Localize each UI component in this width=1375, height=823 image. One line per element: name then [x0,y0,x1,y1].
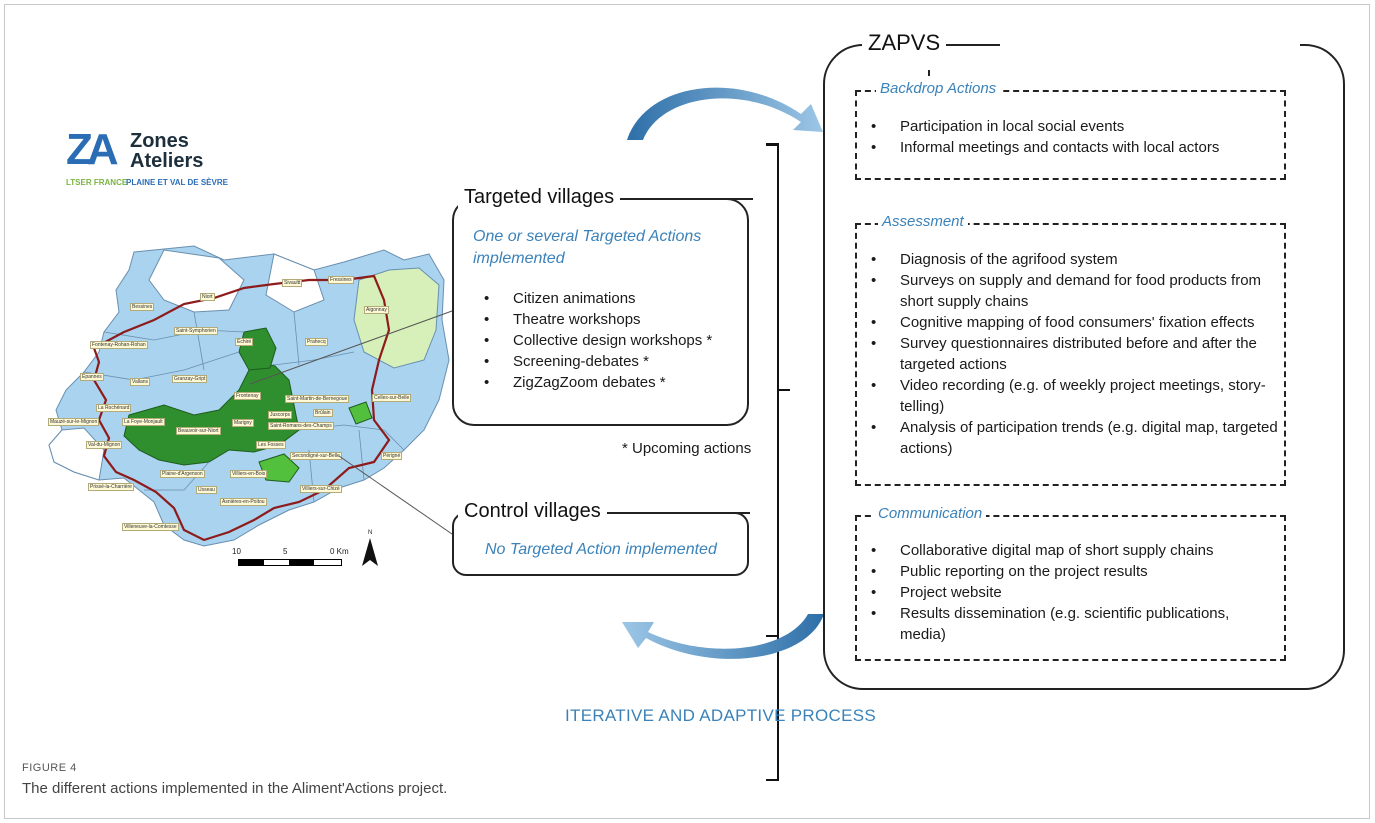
map-label: Vallans [130,378,151,386]
map-label: Périgné [381,452,403,460]
map-label: Secondigné-sur-Belle [290,452,342,460]
list-item: Analysis of participation trends (e.g. d… [871,417,1286,459]
process-label: ITERATIVE AND ADAPTIVE PROCESS [565,706,876,725]
list-item: Collaborative digital map of short suppl… [871,540,1276,561]
map-label: Asnières-en-Poitou [220,498,267,506]
assessment-label: Assessment [878,213,968,230]
list-item: Diagnosis of the agrifood system [871,249,1286,270]
map-label: Saint-Romans-des-Champs [268,422,334,430]
logo-line1: Zones [130,130,189,152]
map-label: Sivaultt [282,279,303,287]
list-item: Public reporting on the project results [871,561,1276,582]
list-item: ZigZagZoom debates * [484,372,744,393]
map-label: Beauvoir-sur-Niort [176,427,221,435]
curved-arrow-bottom-icon [622,614,824,659]
map-label: Granzay-Gript [172,375,208,383]
north-arrow-label: N [368,530,373,536]
targeted-villages-subtitle: One or several Targeted Actions implemen… [473,228,702,267]
zapvs-title: ZAPVS [862,30,947,56]
map-label: Mauzé-sur-le-Mignon [48,418,100,426]
map-label: Villiers-en-Bois [230,470,268,478]
map-label: Villeneuve-la-Comtesse [122,523,179,531]
zapvs-title-tick [928,70,930,76]
curved-arrow-top-icon [627,87,823,140]
map-zapvs-boundary [92,274,391,542]
list-item: Surveys on supply and demand for food pr… [871,270,1286,312]
list-item: Survey questionnaires distributed before… [871,333,1286,375]
communication-list: Collaborative digital map of short suppl… [871,540,1276,645]
map-label: Villiers-sur-Chizé [300,485,342,493]
map-label: Fressines [328,276,354,284]
scale-tick-10: 10 [232,547,241,556]
map-label: Les Fosses [256,441,286,449]
list-item: Collective design workshops * [484,330,744,351]
map-label: Frontenay [234,392,261,400]
control-villages-title: Control villages [458,500,607,523]
list-item: Citizen animations [484,288,744,309]
logo-mark: ZA [66,125,119,174]
targeted-actions-list: Citizen animations Theatre workshops Col… [484,288,744,393]
map-label: Bessines [130,303,155,311]
communication-label: Communication [874,505,987,522]
scale-tick-5: 5 [283,547,288,556]
list-item: Informal meetings and contacts with loca… [871,137,1276,158]
figure-label: FIGURE 4 [22,762,77,774]
backdrop-actions-label: Backdrop Actions [876,80,1001,97]
backdrop-actions-list: Participation in local social events Inf… [871,116,1276,158]
list-item: Project website [871,582,1276,603]
map-label: Aigonnay [364,306,389,314]
map-light-green-east [353,267,440,369]
zapvs-title-line [1000,44,1300,46]
list-item: Participation in local social events [871,116,1276,137]
assessment-list: Diagnosis of the agrifood system Surveys… [871,249,1286,459]
list-item: Cognitive mapping of food consumers' fix… [871,312,1286,333]
upcoming-actions-note: * Upcoming actions [622,440,752,457]
map-label: Val-du-Mignon [86,441,123,449]
north-arrow-icon [362,538,378,566]
map-label: La Foye-Monjault [122,418,165,426]
map-label: Usseau [196,486,217,494]
list-item: Results dissemination (e.g. scientific p… [871,603,1276,645]
targeted-title-line [650,198,753,200]
map-label: Prissé-la-Charrière [88,483,134,491]
map-label: La Rochénard [96,404,132,412]
targeted-villages-title: Targeted villages [458,186,621,209]
map-label: Saint-Martin-de-Bernegoue [285,395,350,403]
figure-frame [4,4,1370,819]
map-label: Epannes [80,373,104,381]
map-label: Brûlain [313,409,333,417]
scale-tick-0: 0 Km [330,547,349,556]
list-item: Theatre workshops [484,309,744,330]
backdrop-actions-section [855,90,1286,180]
logo-sub-left: LTSER FRANCE [66,178,128,187]
map-label: Saint-Symphorien [174,327,218,335]
figure-caption: The different actions implemented in the… [22,780,448,797]
communication-section [855,515,1286,661]
control-villages-subtitle: No Targeted Action implemented [485,541,717,558]
scale-bar [238,559,342,566]
grouping-bracket [766,143,790,637]
map-label: Marigny [232,419,254,427]
control-title-line [640,512,750,514]
list-item: Video recording (e.g. of weekly project … [871,375,1286,417]
map-label: Niort [200,293,215,301]
logo: ZA Zones Ateliers LTSER FRANCE PLAINE ET… [66,128,266,190]
logo-sub-right: PLAINE ET VAL DE SÈVRE [126,178,228,187]
map-label: Fontenay-Rohan-Rohan [90,341,148,349]
map-label: Prahecq [305,338,328,346]
list-item: Screening-debates * [484,351,744,372]
logo-line2: Ateliers [130,150,204,172]
map-label: Celles-sur-Belle [372,394,412,402]
map-bright-green2 [348,401,373,425]
map-label: Juscorps [268,411,293,419]
map-label: Plaine-d'Argenson [160,470,205,478]
map-label: Échiré [235,338,254,346]
